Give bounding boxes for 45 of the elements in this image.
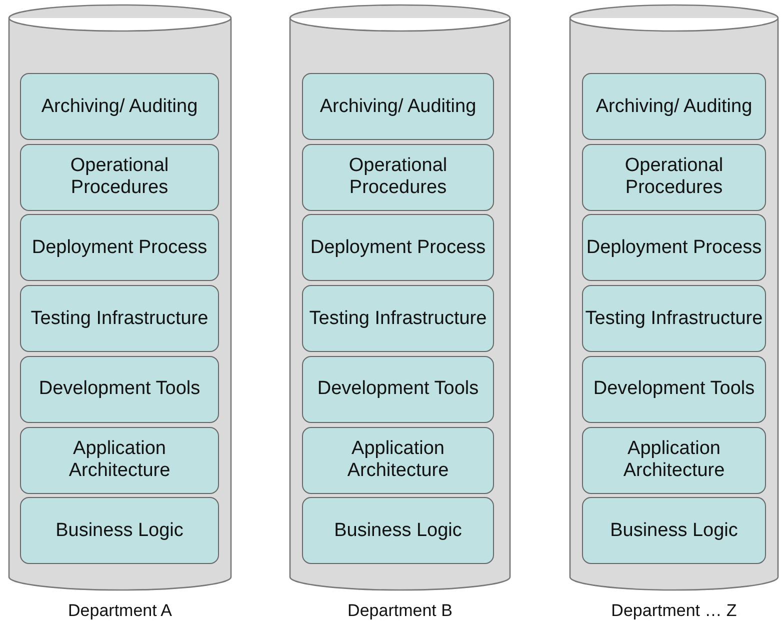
box-label: Deployment Process — [32, 236, 208, 259]
box-label: Operational Procedures — [69, 155, 170, 200]
process-box — [582, 426, 766, 494]
process-box — [302, 426, 494, 494]
process-box — [582, 285, 766, 352]
box-label: Business Logic — [56, 520, 184, 542]
box-label: Business Logic — [610, 520, 738, 542]
box-label: Archiving/ Auditing — [320, 96, 476, 118]
box-label: Archiving/ Auditing — [41, 96, 198, 118]
box-label: Deployment Process — [310, 236, 486, 259]
process-box — [302, 73, 494, 140]
column-label: Department B — [346, 601, 454, 621]
box-label: Development Tools — [317, 378, 479, 400]
process-box — [20, 426, 219, 494]
process-box — [20, 497, 219, 564]
box-label: Business Logic — [334, 520, 462, 542]
process-box — [20, 285, 219, 352]
process-box — [302, 285, 494, 352]
process-box — [20, 214, 219, 282]
process-box — [302, 497, 494, 564]
process-box — [20, 356, 219, 423]
process-box — [582, 497, 766, 564]
process-box — [582, 356, 766, 423]
process-box — [582, 73, 766, 140]
process-box — [302, 356, 494, 423]
box-label: Development Tools — [593, 378, 755, 400]
process-box — [20, 73, 219, 140]
box-label: Testing Infrastructure — [30, 308, 208, 330]
box-label: Application Architecture — [68, 438, 172, 482]
box-label: Operational Procedures — [624, 155, 724, 200]
box-label: Application Architecture — [622, 438, 726, 482]
box-label: Development Tools — [38, 378, 200, 400]
box-label: Testing Infrastructure — [585, 308, 763, 330]
column-label: Department … Z — [610, 601, 738, 621]
box-label: Application Architecture — [346, 438, 450, 482]
process-box — [302, 144, 494, 211]
box-label: Operational Procedures — [348, 155, 448, 200]
process-box — [582, 144, 766, 211]
column-label: Department A — [67, 601, 173, 621]
process-box — [302, 214, 494, 282]
box-label: Deployment Process — [586, 236, 762, 259]
process-box — [20, 144, 219, 211]
box-label: Testing Infrastructure — [309, 308, 487, 330]
process-box — [582, 214, 766, 282]
box-label: Archiving/ Auditing — [596, 96, 752, 118]
